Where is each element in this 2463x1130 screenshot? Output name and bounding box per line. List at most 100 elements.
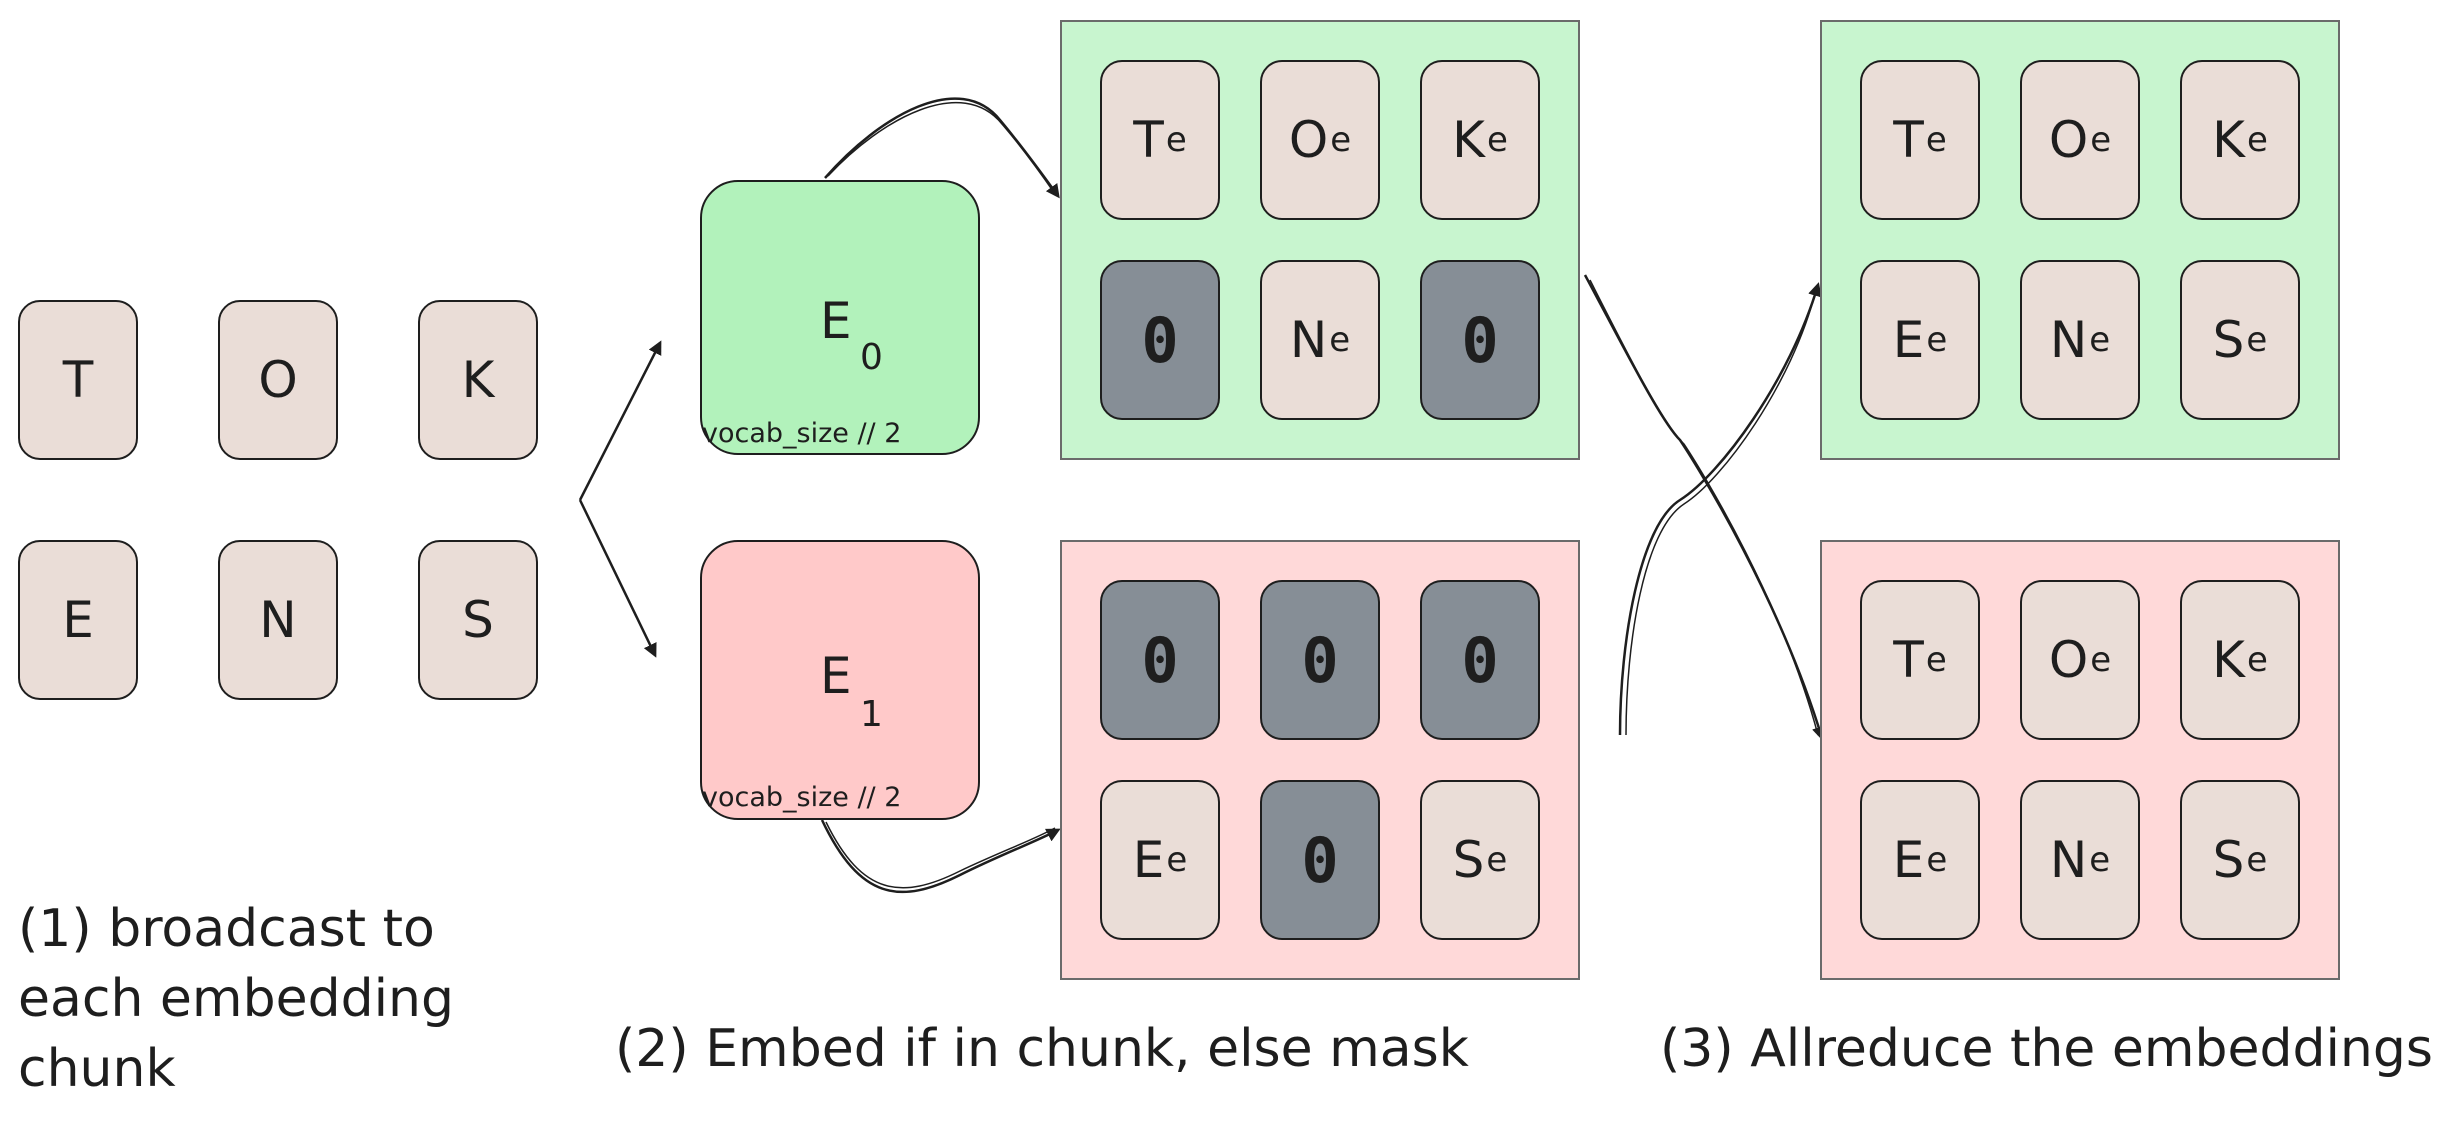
step1-caption-line2: each embedding: [18, 969, 455, 1029]
broadcast-arrow-top: [578, 340, 662, 501]
embed-subscript: e: [2090, 640, 2112, 680]
token-letter: E: [62, 591, 94, 649]
embed-subscript: e: [1926, 840, 1948, 880]
input-token-n: N: [218, 540, 338, 700]
embed-subscript: e: [1926, 320, 1948, 360]
input-token-s: S: [418, 540, 538, 700]
masked-token: 0: [1100, 260, 1220, 420]
chunk-name: E: [820, 292, 852, 350]
embed-subscript: e: [1329, 320, 1351, 360]
embed-subscript: e: [1166, 840, 1188, 880]
step3-caption: (3) Allreduce the embeddings: [1660, 1019, 2433, 1079]
token-letter: S: [1452, 831, 1485, 889]
token-letter: E: [1892, 311, 1925, 369]
token-letter: E: [1892, 831, 1925, 889]
embedding-chunk-e1: E 1 vocab_size // 2: [700, 540, 980, 820]
input-token-t: T: [18, 300, 138, 460]
token-letter: K: [2212, 111, 2245, 169]
token-letter: N: [2049, 311, 2088, 369]
embed-subscript: e: [2246, 320, 2268, 360]
step2-caption: (2) Embed if in chunk, else mask: [615, 1019, 1469, 1079]
embed-subscript: e: [2246, 840, 2268, 880]
mask-zero: 0: [1141, 623, 1179, 697]
embed-arrow-e1: [820, 819, 1061, 894]
masked-token: 0: [1420, 260, 1540, 420]
token-letter: N: [1289, 311, 1328, 369]
input-token-k: K: [418, 300, 538, 460]
step1-caption-line1: (1) broadcast to: [18, 899, 435, 959]
masked-token: 0: [1420, 580, 1540, 740]
token-letter: K: [1452, 111, 1485, 169]
token-letter: K: [2212, 631, 2245, 689]
broadcast-arrow-bottom: [578, 499, 657, 658]
masked-token: 0: [1260, 780, 1380, 940]
token-letter: T: [1893, 111, 1924, 169]
mask-zero: 0: [1301, 623, 1339, 697]
token-letter: N: [2049, 831, 2088, 889]
chunk-index: 0: [860, 337, 883, 378]
token-letter: O: [2048, 111, 2089, 169]
embed-subscript: e: [2246, 120, 2268, 160]
chunk-size-label: vocab_size // 2: [702, 782, 902, 813]
step1-caption-line3: chunk: [18, 1039, 176, 1099]
embed-subscript: e: [2089, 320, 2111, 360]
embed-subscript: e: [1486, 120, 1508, 160]
embed-subscript: e: [2090, 120, 2112, 160]
mask-zero: 0: [1301, 823, 1339, 897]
mask-zero: 0: [1461, 623, 1499, 697]
embed-subscript: e: [1925, 640, 1947, 680]
embed-arrow-e0: [824, 97, 1060, 199]
embed-subscript: e: [1330, 120, 1352, 160]
token-letter: T: [1893, 631, 1924, 689]
token-letter: K: [461, 351, 495, 409]
chunk-size-label: vocab_size // 2: [702, 418, 902, 449]
embed-subscript: e: [2089, 840, 2111, 880]
masked-token: 0: [1100, 580, 1220, 740]
token-letter: O: [258, 351, 298, 409]
embed-subscript: e: [1486, 840, 1508, 880]
token-letter: E: [1132, 831, 1165, 889]
mask-zero: 0: [1141, 303, 1179, 377]
token-letter: S: [2212, 831, 2245, 889]
masked-token: 0: [1260, 580, 1380, 740]
embed-subscript: e: [2246, 640, 2268, 680]
mask-zero: 0: [1461, 303, 1499, 377]
embedding-chunk-e0: E 0 vocab_size // 2: [700, 180, 980, 455]
token-letter: S: [462, 591, 494, 649]
token-letter: T: [62, 351, 94, 409]
input-token-e: E: [18, 540, 138, 700]
token-letter: S: [2212, 311, 2245, 369]
token-letter: O: [2048, 631, 2089, 689]
chunk-index: 1: [860, 694, 883, 735]
token-letter: T: [1133, 111, 1164, 169]
allreduce-arrow-to-bottom: [1583, 274, 1826, 741]
embed-subscript: e: [1165, 120, 1187, 160]
allreduce-arrow-to-top: [1618, 282, 1822, 736]
input-token-o: O: [218, 300, 338, 460]
embed-subscript: e: [1925, 120, 1947, 160]
token-letter: N: [259, 591, 297, 649]
